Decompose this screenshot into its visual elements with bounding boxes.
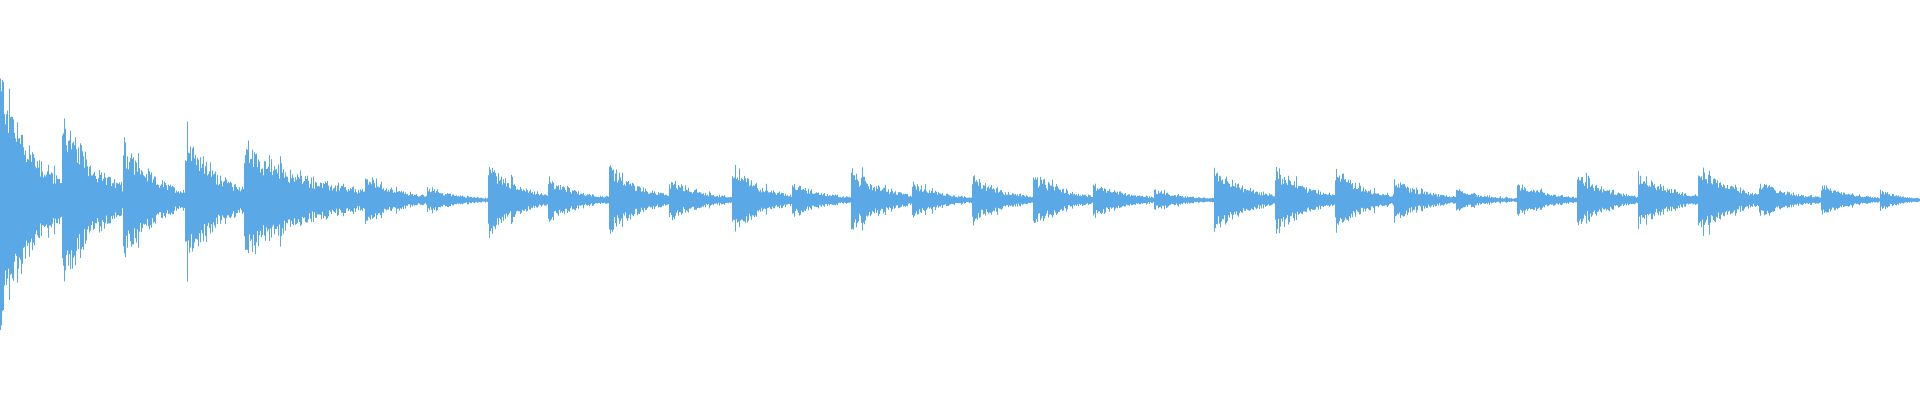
waveform-samples xyxy=(0,78,1920,330)
waveform-trace xyxy=(0,78,1920,330)
